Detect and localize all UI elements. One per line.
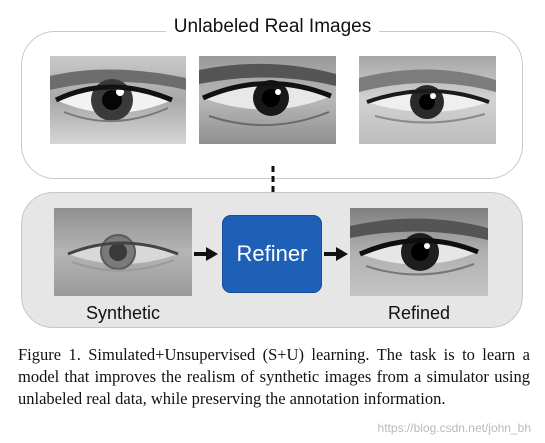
refined-label: Refined <box>387 303 451 323</box>
real-eye-image-2 <box>199 56 336 144</box>
arrow-right-to-refiner <box>194 247 218 261</box>
arrow-right-to-refined <box>324 247 348 261</box>
panel-title: Unlabeled Real Images <box>0 14 545 40</box>
watermark-text: https://blog.csdn.net/john_bh <box>377 421 531 435</box>
figure-caption: Figure 1. Simulated+Unsupervised (S+U) l… <box>18 345 530 408</box>
synthetic-label: Synthetic <box>85 303 161 323</box>
real-eye-image-1 <box>50 56 186 144</box>
refiner-block: Refiner <box>222 215 322 293</box>
real-eye-image-3 <box>359 56 496 144</box>
synthetic-eye-image <box>54 208 192 296</box>
refined-eye-image <box>350 208 488 296</box>
